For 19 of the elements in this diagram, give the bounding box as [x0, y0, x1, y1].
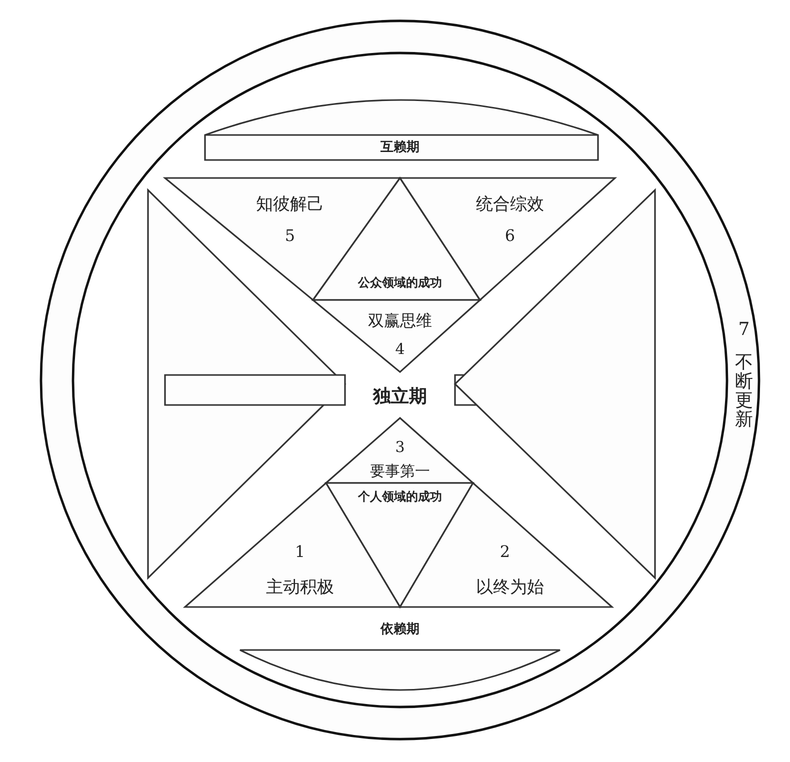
habit-number: 1: [294, 543, 306, 561]
region-label: 以终为始: [476, 578, 544, 598]
region-label: 统合综效: [476, 196, 544, 214]
region-label: 要事第一: [370, 462, 430, 480]
region-label: 公众领域的成功: [358, 276, 442, 290]
region-label: 双赢思维: [368, 312, 432, 330]
region-label: 个人领域的成功: [358, 490, 442, 504]
habit-number: 2: [500, 543, 510, 561]
habit-number: 3: [395, 438, 405, 456]
habit-number: 4: [395, 340, 405, 358]
habit-number: 6: [504, 227, 516, 245]
stage-label: 依赖期: [380, 622, 420, 638]
region-label: 知彼解己: [256, 196, 324, 214]
habit-number: 5: [284, 227, 296, 245]
region-label: 主动积极: [266, 578, 334, 598]
region-label: 独立期: [373, 387, 427, 407]
region-label: 不断更新: [734, 354, 754, 430]
region-label: 互赖期: [380, 140, 420, 156]
habit-number: 7: [738, 320, 750, 340]
